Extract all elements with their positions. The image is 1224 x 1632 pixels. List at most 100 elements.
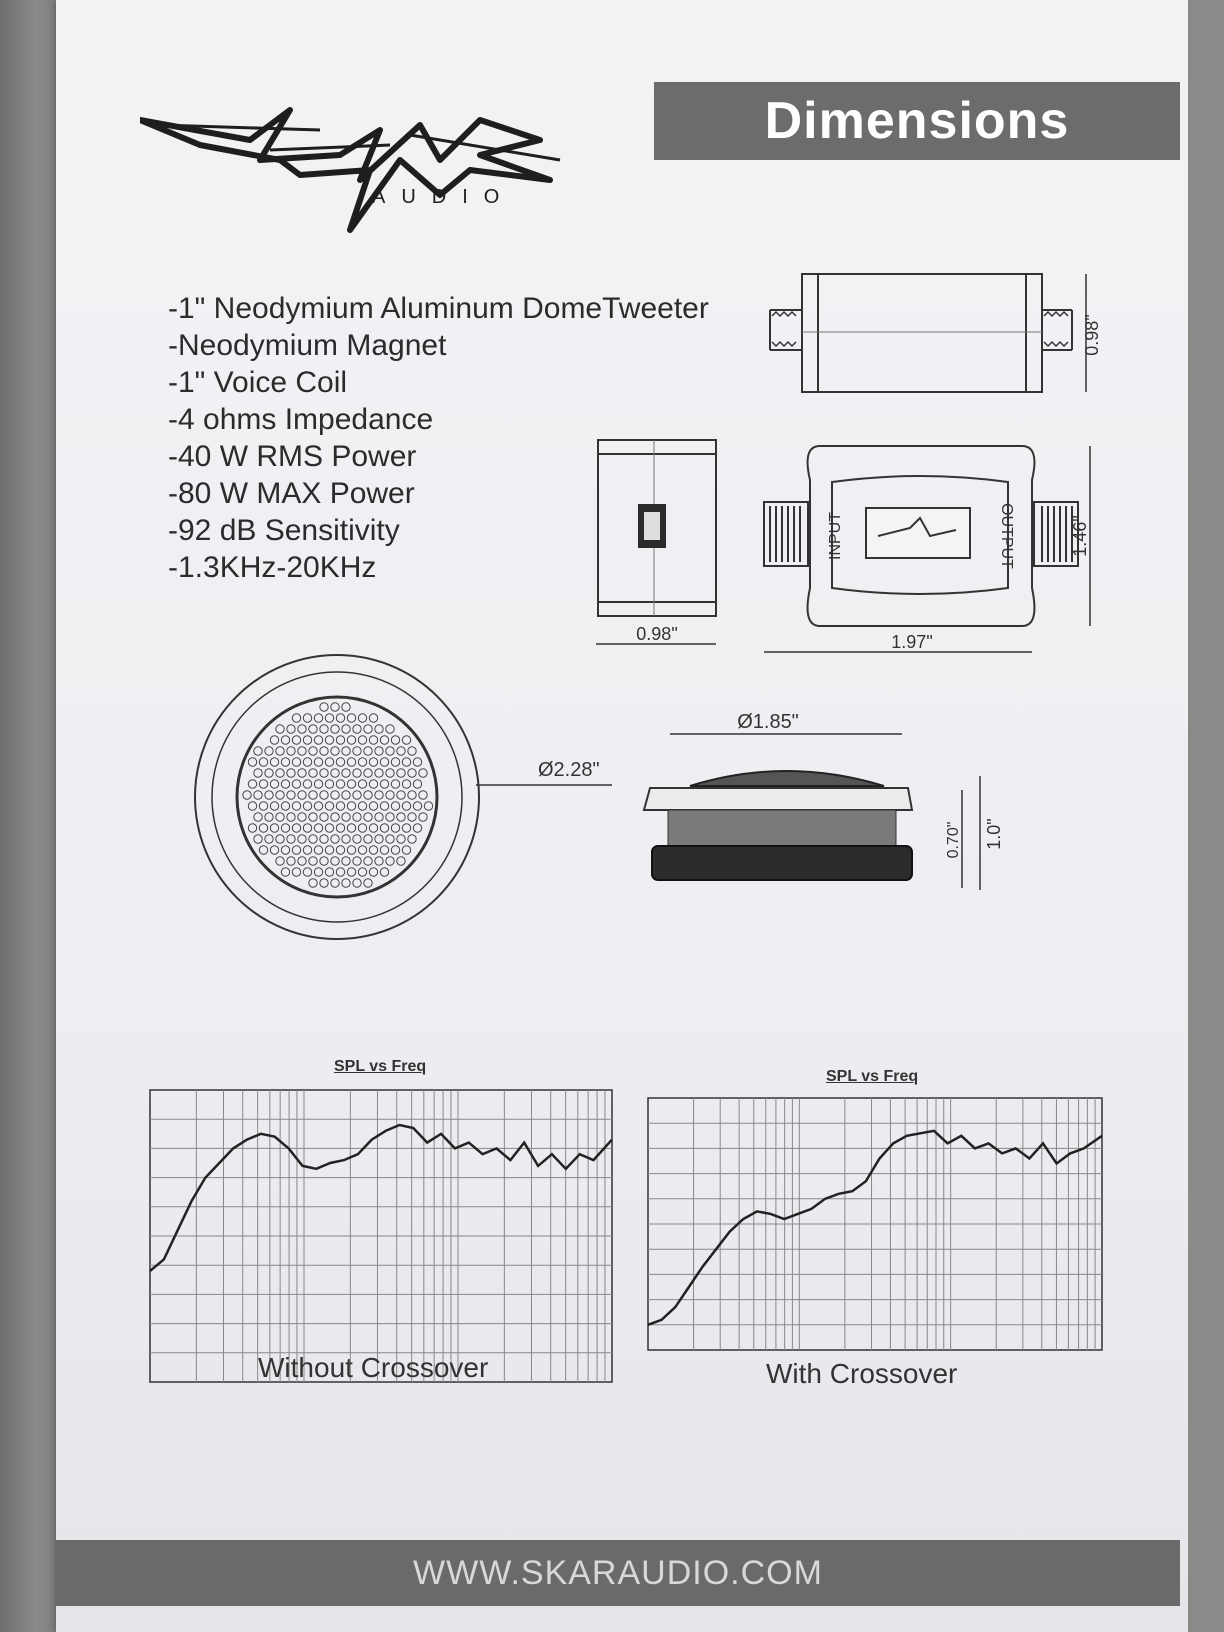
chart-without-crossover — [149, 1089, 613, 1383]
grille-hole — [275, 768, 285, 778]
grille-hole — [374, 790, 384, 800]
grille-hole — [330, 856, 340, 866]
grille-hole — [297, 768, 307, 778]
grille-hole — [302, 801, 313, 811]
grille-hole — [401, 735, 412, 745]
crossover-side-view: 0.98" — [596, 439, 717, 645]
grille-hole — [407, 790, 417, 800]
grille-hole — [297, 856, 307, 866]
grille-hole — [374, 746, 384, 756]
grille-hole — [291, 823, 302, 833]
grille-hole — [379, 823, 390, 833]
grille-hole — [313, 713, 324, 723]
grille-hole — [396, 812, 406, 822]
grille-hole — [313, 867, 324, 877]
grille-hole — [379, 757, 390, 767]
grille-hole — [346, 757, 357, 767]
side-width-label: 0.98" — [636, 624, 677, 644]
crossover-top-view: 0.98" — [769, 273, 1102, 393]
grille-hole — [302, 713, 313, 723]
spec-item: -92 dB Sensitivity — [168, 514, 400, 547]
grille-hole — [275, 724, 285, 734]
grille-hole — [341, 812, 351, 822]
grille-hole — [302, 735, 313, 745]
grille-hole — [291, 713, 302, 723]
grille-hole — [374, 724, 384, 734]
grille-hole — [374, 856, 384, 866]
grille-hole — [275, 790, 285, 800]
grille-hole — [352, 812, 362, 822]
grille-hole — [269, 845, 280, 855]
grille-hole — [352, 768, 362, 778]
website-url: WWW.SKARAUDIO.COM — [56, 1540, 1180, 1606]
grille-hole — [324, 713, 335, 723]
grille-hole — [286, 790, 296, 800]
grille-hole — [335, 735, 346, 745]
grille-hole — [335, 779, 346, 789]
grille-hole — [319, 834, 329, 844]
grille-hole — [286, 812, 296, 822]
spec-item: -4 ohms Impedance — [168, 403, 434, 436]
grille-hole — [319, 768, 329, 778]
grille-hole — [269, 735, 280, 745]
crossover-width-label: 1.97" — [891, 632, 932, 652]
grille-hole — [390, 757, 401, 767]
grille-hole — [313, 779, 324, 789]
grille-hole — [396, 834, 406, 844]
grille-hole — [313, 823, 324, 833]
grille-hole — [412, 757, 423, 767]
grille-hole — [401, 757, 412, 767]
grille-hole — [297, 834, 307, 844]
grille-hole — [302, 823, 313, 833]
grille-hole — [280, 735, 291, 745]
tweeter-front-view: Ø2.28" — [194, 654, 612, 940]
tweeter-height-label: 1.0" — [984, 818, 1004, 849]
grille-hole — [390, 735, 401, 745]
grille-hole — [357, 867, 368, 877]
grille-hole — [308, 834, 318, 844]
grille-hole — [368, 779, 379, 789]
grille-hole — [352, 856, 362, 866]
grille-hole — [335, 823, 346, 833]
grille-hole — [275, 834, 285, 844]
grille-hole — [330, 834, 340, 844]
grille-hole — [346, 801, 357, 811]
grille-hole — [324, 845, 335, 855]
grille-hole — [368, 757, 379, 767]
grille-hole — [379, 735, 390, 745]
grille-hole — [247, 823, 258, 833]
grille-hole — [407, 812, 417, 822]
grille-hole — [313, 845, 324, 855]
grille-hole — [363, 790, 373, 800]
grille-hole — [319, 746, 329, 756]
grille-hole — [308, 856, 318, 866]
grille-hole — [374, 834, 384, 844]
grille-hole — [335, 713, 346, 723]
grille-hole — [330, 724, 340, 734]
grille-hole — [335, 801, 346, 811]
grille-hole — [313, 735, 324, 745]
grille-hole — [286, 856, 296, 866]
grille-hole — [253, 746, 263, 756]
grille-hole — [352, 790, 362, 800]
grille-hole — [390, 801, 401, 811]
grille-hole — [302, 757, 313, 767]
grille-hole — [308, 724, 318, 734]
grille-hole — [335, 867, 346, 877]
grille-hole — [264, 746, 274, 756]
grille-hole — [412, 801, 423, 811]
grille-hole — [242, 790, 252, 800]
grille-hole — [363, 834, 373, 844]
grille-hole — [286, 834, 296, 844]
crossover-front-view: INPUT OUTPUT 1.46" 1.97" — [763, 445, 1091, 653]
grille-hole — [269, 823, 280, 833]
spec-item: -1" Neodymium Aluminum DomeTweeter — [168, 292, 709, 325]
grille-hole — [291, 735, 302, 745]
grille-hole — [264, 790, 274, 800]
grille-hole — [341, 856, 351, 866]
grille-hole — [275, 746, 285, 756]
grille-hole — [335, 757, 346, 767]
grille-hole — [368, 735, 379, 745]
grille-hole — [346, 779, 357, 789]
grille-hole — [330, 702, 340, 712]
